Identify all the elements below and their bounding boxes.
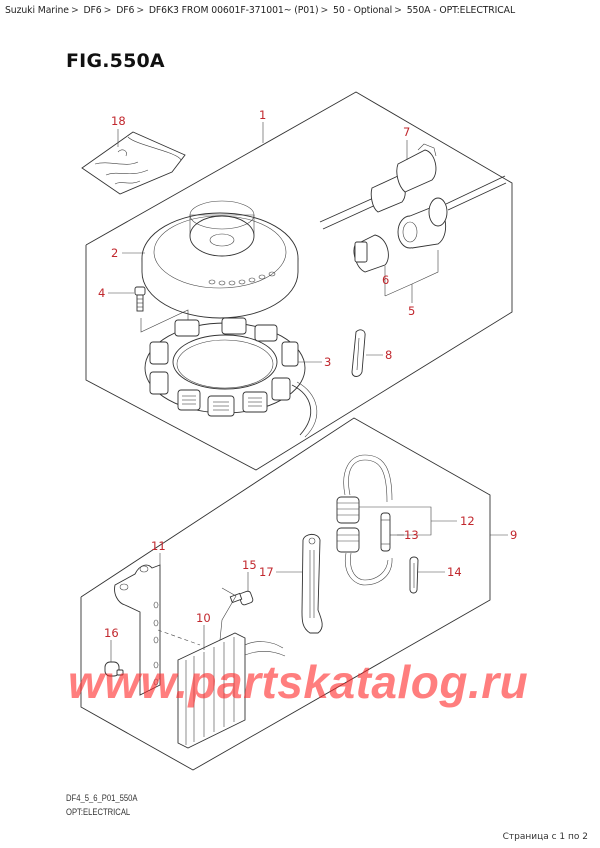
connector-part-7[interactable]	[319, 143, 437, 230]
callout-4[interactable]: 4	[98, 286, 105, 300]
callout-12[interactable]: 12	[460, 514, 475, 528]
clamp-part-17[interactable]	[301, 533, 323, 634]
callout-18[interactable]: 18	[111, 114, 126, 128]
breadcrumb: Suzuki Marine> DF6> DF6> DF6K3 FROM 0060…	[5, 5, 515, 16]
connector-part-6[interactable]	[353, 234, 389, 273]
regulator-part[interactable]	[177, 632, 286, 749]
breadcrumb-separator: >	[320, 5, 329, 16]
breadcrumb-separator: >	[70, 5, 79, 16]
callout-14[interactable]: 14	[447, 565, 462, 579]
breadcrumb-link-df6-sub[interactable]: DF6	[116, 5, 135, 16]
callout-1[interactable]: 1	[259, 108, 266, 122]
callout-6[interactable]: 6	[382, 273, 389, 287]
connector-part-5[interactable]	[397, 175, 507, 249]
clamp-part-8[interactable]	[351, 329, 366, 377]
callout-17[interactable]: 17	[259, 565, 274, 579]
breadcrumb-separator: >	[103, 5, 112, 16]
callout-9[interactable]: 9	[510, 528, 517, 542]
breadcrumb-link-model[interactable]: DF6K3 FROM 00601F-371001~ (P01)	[148, 5, 319, 16]
figure-subtitle: OPT:ELECTRICAL	[66, 807, 131, 817]
flywheel-part[interactable]	[141, 200, 299, 319]
callout-11[interactable]: 11	[151, 539, 166, 553]
grommet-part[interactable]	[104, 661, 124, 677]
callout-16[interactable]: 16	[104, 626, 119, 640]
fuse-holder-part[interactable]	[336, 454, 393, 586]
fuse-part[interactable]	[380, 512, 391, 552]
callout-15[interactable]: 15	[242, 558, 257, 572]
bracket-part[interactable]	[114, 564, 161, 696]
bolt-part-15[interactable]	[229, 590, 254, 606]
clamp-part-14[interactable]	[409, 556, 419, 594]
page-indicator: Страница с 1 по 2	[502, 832, 588, 842]
figure-title: FIG.550A	[66, 50, 165, 72]
callout-13[interactable]: 13	[404, 528, 419, 542]
breadcrumb-current: 550A - OPT:ELECTRICAL	[406, 5, 516, 16]
group-outline-1	[85, 91, 513, 471]
callout-3[interactable]: 3	[324, 355, 331, 369]
callout-8[interactable]: 8	[385, 348, 392, 362]
callout-10[interactable]: 10	[196, 611, 211, 625]
callout-2[interactable]: 2	[111, 246, 118, 260]
bolt-part-4[interactable]	[134, 286, 146, 312]
breadcrumb-link-df6[interactable]: DF6	[83, 5, 102, 16]
breadcrumb-link-optional[interactable]: 50 - Optional	[333, 5, 393, 16]
group-outline-9	[80, 417, 491, 771]
figure-code: DF4_5_6_P01_550A	[66, 793, 138, 803]
watermark: www.partskatalog.ru	[68, 656, 529, 708]
callout-5[interactable]: 5	[408, 304, 415, 318]
breadcrumb-link-suzuki-marine[interactable]: Suzuki Marine	[5, 5, 69, 16]
stator-coil-part[interactable]	[144, 317, 318, 438]
breadcrumb-separator: >	[394, 5, 402, 16]
instruction-sheet-part[interactable]	[81, 131, 186, 195]
callout-7[interactable]: 7	[403, 125, 410, 139]
breadcrumb-separator: >	[136, 5, 145, 16]
